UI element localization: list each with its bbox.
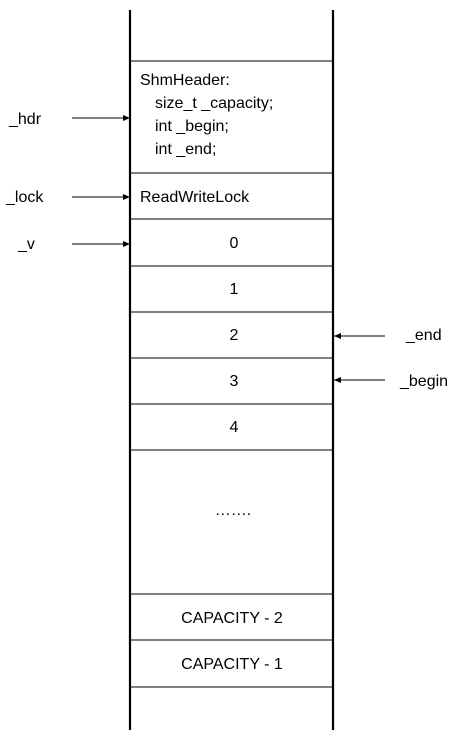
header-field-begin: int _begin; bbox=[155, 118, 229, 135]
tail-slot-label: CAPACITY - 2 bbox=[181, 610, 283, 627]
slot-label: 3 bbox=[230, 373, 239, 390]
lock-pointer-label: _lock bbox=[5, 189, 44, 206]
begin-pointer-label: _begin bbox=[399, 373, 448, 390]
slot-label: 1 bbox=[230, 281, 239, 298]
tail-slot-list: CAPACITY - 2 CAPACITY - 1 bbox=[181, 610, 283, 673]
left-pointers: _hdr _lock _v bbox=[5, 111, 130, 253]
header-field-end: int _end; bbox=[155, 141, 216, 158]
tail-slot-label: CAPACITY - 1 bbox=[181, 656, 283, 673]
column-dividers bbox=[130, 60, 333, 688]
slot-label: 0 bbox=[230, 235, 239, 252]
lock-label: ReadWriteLock bbox=[140, 189, 250, 206]
right-pointers: _end _begin bbox=[334, 327, 448, 390]
slot-label: 4 bbox=[230, 419, 239, 436]
end-pointer-label: _end bbox=[405, 327, 442, 344]
header-struct-title: ShmHeader: bbox=[140, 72, 230, 89]
header-field-capacity: size_t _capacity; bbox=[155, 95, 273, 112]
header-struct-block: ShmHeader: size_t _capacity; int _begin;… bbox=[140, 72, 273, 158]
hdr-pointer-label: _hdr bbox=[8, 111, 42, 128]
slot-list: 0 1 2 3 4 bbox=[230, 235, 239, 436]
v-pointer-label: _v bbox=[17, 236, 35, 253]
slots-ellipsis: ……. bbox=[215, 502, 251, 519]
slot-label: 2 bbox=[230, 327, 239, 344]
